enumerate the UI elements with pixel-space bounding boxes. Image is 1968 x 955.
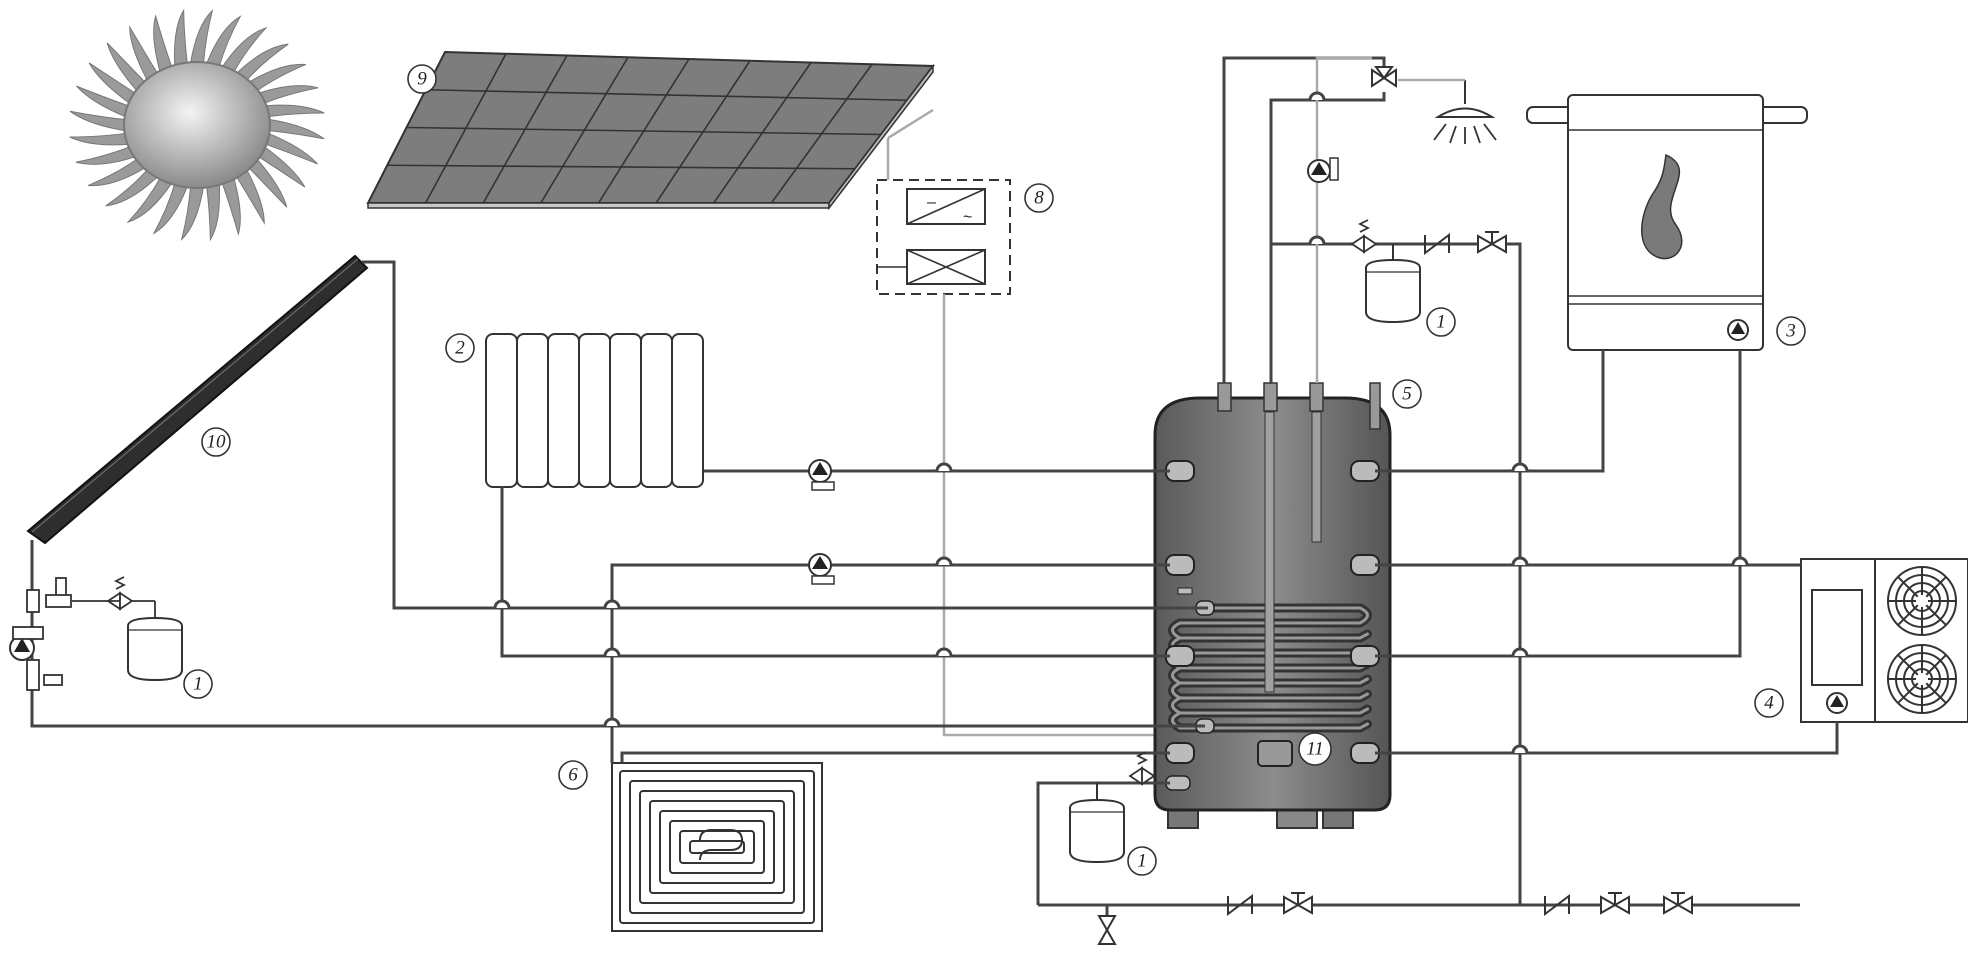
callout-storage-tank: 5: [1392, 379, 1422, 409]
callout-expansion-vessel-water: 1: [1426, 307, 1456, 337]
boiler: [1526, 94, 1808, 351]
svg-text:9: 9: [417, 69, 427, 90]
callout-solar-collector: 10: [201, 427, 231, 457]
svg-text:1: 1: [1137, 851, 1147, 872]
callout-floor-heating: 6: [558, 760, 588, 790]
sun-icon: [69, 8, 325, 242]
svg-text:1: 1: [1436, 312, 1446, 333]
collector-pump-group: [12, 577, 156, 691]
safety-valve-icon: [1128, 751, 1156, 786]
svg-text:10: 10: [207, 432, 227, 453]
pv-panel: [366, 50, 935, 211]
safety-valve-icon: [106, 576, 134, 611]
pump-icon: [9, 635, 35, 661]
safety-valve-icon: [1350, 219, 1378, 254]
callout-boiler: 3: [1776, 316, 1806, 346]
callout-inverter: 8: [1024, 183, 1054, 213]
svg-text:1: 1: [193, 674, 203, 695]
svg-text:3: 3: [1785, 321, 1796, 342]
svg-text:~: ~: [963, 209, 972, 226]
callout-expansion-vessel-tank: 1: [1127, 846, 1157, 876]
storage-tank: [1153, 382, 1392, 829]
expansion-vessel: [1069, 783, 1125, 864]
svg-text:6: 6: [568, 765, 578, 786]
svg-text:–: –: [927, 194, 936, 211]
svg-text:2: 2: [455, 338, 465, 359]
expansion-vessel: [1365, 244, 1421, 324]
svg-text:4: 4: [1764, 693, 1774, 714]
callout-radiator: 2: [445, 333, 475, 363]
shower-head-icon: [1433, 80, 1497, 144]
mixing-valve-icon: [1371, 66, 1397, 88]
radiator: [485, 333, 704, 488]
pump-icon: [808, 553, 835, 585]
expansion-vessel: [127, 616, 183, 682]
solar-collector: [26, 254, 369, 545]
inverter: – ~: [876, 179, 1011, 295]
callout-heat-pump: 4: [1754, 688, 1784, 718]
callout-electric-heater: 11: [1298, 732, 1332, 766]
heat-pump: [1800, 558, 1968, 723]
callout-pv-panel: 9: [407, 64, 437, 94]
floor-heating-coil: [611, 762, 823, 932]
callout-expansion-vessel-collector: 1: [183, 669, 213, 699]
svg-text:5: 5: [1402, 384, 1412, 405]
pump-icon: [808, 459, 835, 491]
svg-text:8: 8: [1034, 188, 1044, 209]
svg-text:11: 11: [1306, 739, 1324, 760]
pump-icon: [1307, 157, 1339, 183]
